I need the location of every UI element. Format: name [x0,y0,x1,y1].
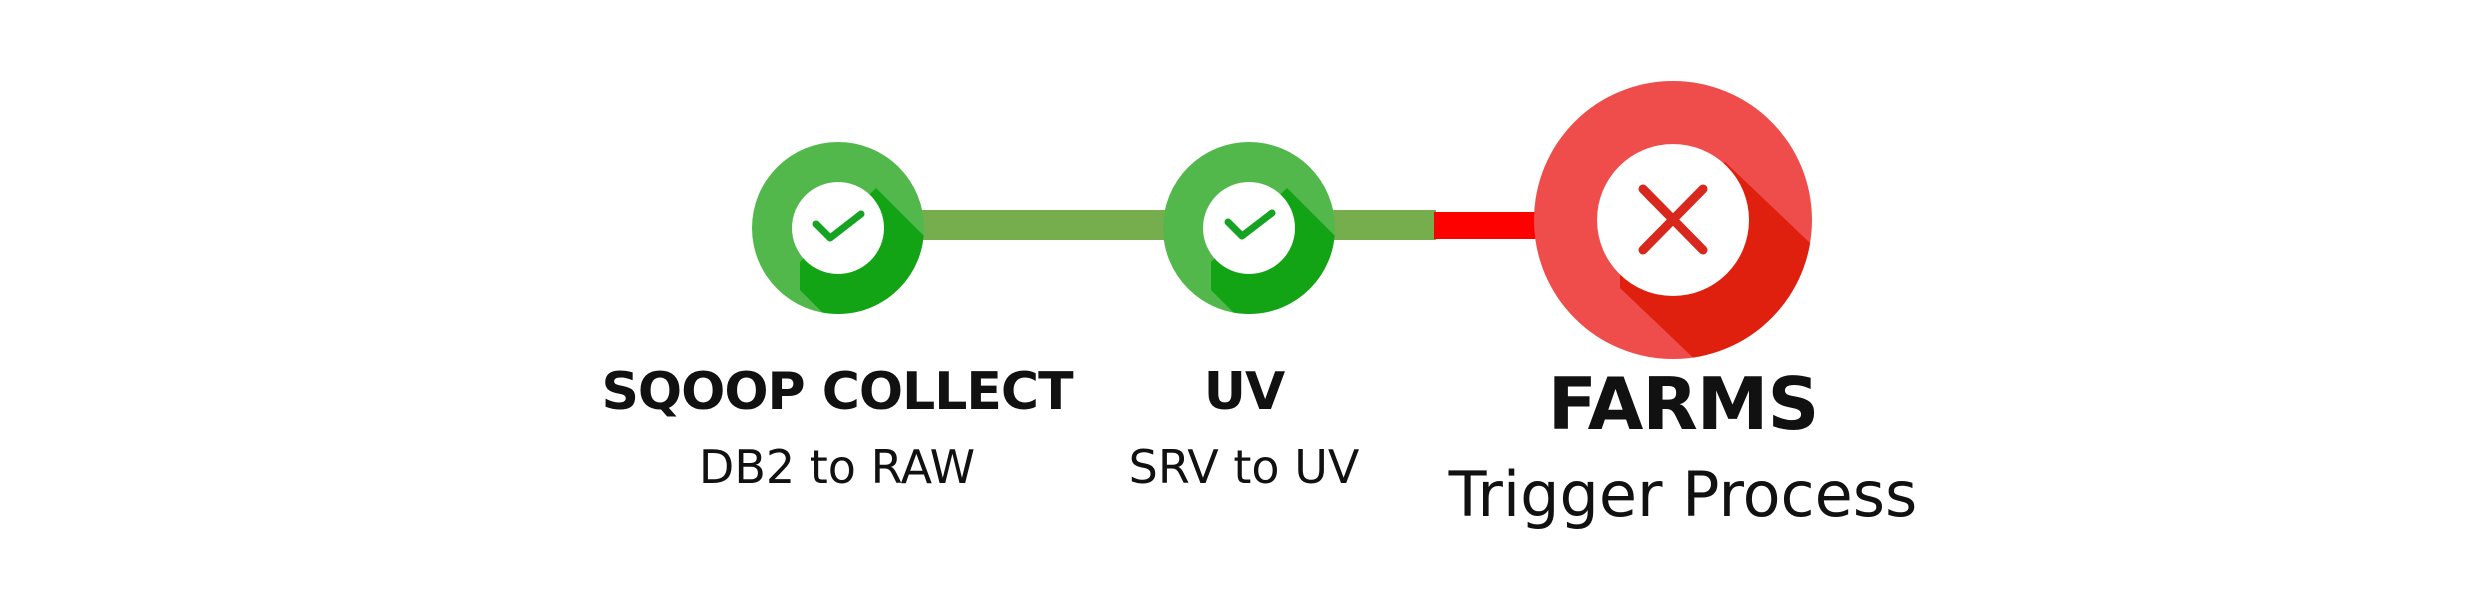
connector-line-failed [1434,212,1538,239]
cross-icon [1638,184,1708,255]
step-title: UV [1203,362,1285,422]
step-subtitle: DB2 to RAW [698,440,976,494]
step-title: FARMS [1547,362,1820,446]
step-node-sqoop-collect[interactable] [752,142,940,330]
step-subtitle: SRV to UV [1128,440,1360,494]
step-title: SQOOP COLLECT [601,362,1073,422]
check-icon [1224,209,1276,240]
step-node-uv[interactable] [1163,142,1351,330]
check-icon [812,210,865,242]
connector-line-success [920,210,1166,240]
step-node-farms[interactable] [1534,81,1830,370]
connector-line-success [1332,210,1436,240]
step-subtitle: Trigger Process [1448,458,1918,531]
